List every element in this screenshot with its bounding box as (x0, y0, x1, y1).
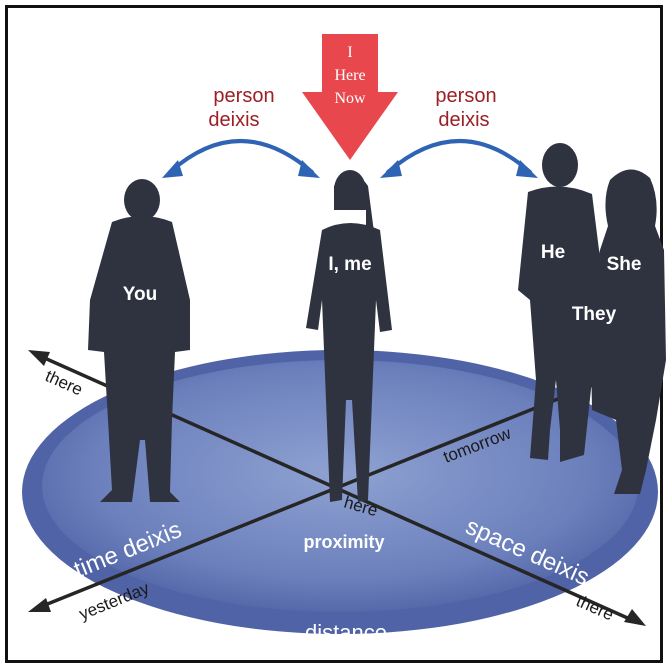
label-he: He (541, 242, 565, 263)
person-deixis-left-line2: deixis (208, 109, 259, 131)
arc-right (386, 139, 532, 174)
origin-text-i: I (347, 44, 352, 61)
label-distance: distance (305, 620, 387, 645)
figure-you (88, 179, 190, 502)
person-deixis-right-line2: deixis (438, 109, 489, 131)
figure-he (518, 143, 604, 462)
arc-left (168, 139, 314, 174)
origin-arrow (302, 34, 398, 160)
origin-text-here: Here (334, 67, 365, 84)
arrow-head-there-left (28, 350, 50, 366)
label-they: They (572, 304, 617, 325)
person-deixis-arc-heads (162, 160, 538, 178)
arrow-head-yesterday (28, 598, 51, 612)
label-there-right: there (573, 591, 616, 624)
person-deixis-left-line1: person (213, 85, 274, 107)
label-you: You (123, 284, 157, 305)
figure-she (590, 169, 666, 494)
arrow-head-there-right (624, 609, 646, 626)
person-deixis-right-line1: person (435, 85, 496, 107)
label-she: She (607, 254, 642, 275)
time-axis-line (39, 380, 601, 609)
label-proximity: proximity (303, 532, 384, 552)
figure-i-me (306, 170, 392, 502)
label-there-left: there (42, 366, 85, 399)
label-i-me: I, me (328, 254, 371, 275)
person-deixis-arcs (168, 139, 532, 174)
origin-text-now: Now (334, 90, 366, 107)
origin-text-group: I Here Now (334, 44, 366, 107)
